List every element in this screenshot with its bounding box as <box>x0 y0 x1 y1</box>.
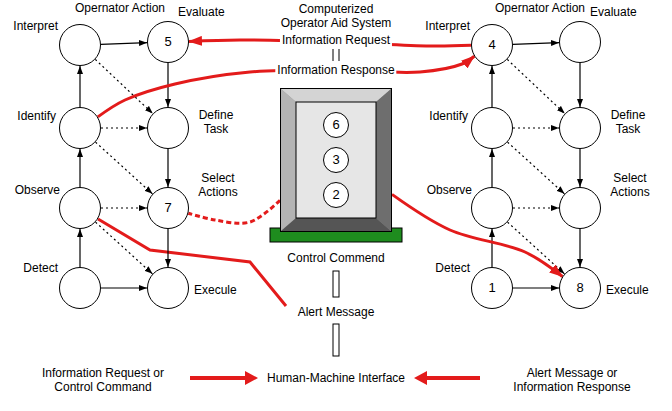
interface-arrow <box>190 371 258 385</box>
step-number: 7 <box>147 187 189 229</box>
step-circle: Define Task <box>559 107 601 149</box>
pair-mark <box>339 49 340 61</box>
step-arrow <box>507 59 564 113</box>
step-arrow <box>95 59 152 113</box>
step-circle: Execule <box>147 267 189 309</box>
flow-arrow <box>188 200 280 223</box>
alert-line <box>98 219 286 306</box>
channel-bar <box>333 324 339 356</box>
step-label: Evaluate <box>178 5 225 19</box>
step-number-circle: 3 <box>323 147 349 173</box>
step-arrow <box>579 229 580 267</box>
circle-outline <box>559 107 601 149</box>
step-circle: Observe <box>59 187 101 229</box>
step-arrow <box>96 222 153 274</box>
note-label: Opernator Action <box>73 1 167 15</box>
step-arrow <box>513 207 559 208</box>
step-arrow <box>101 127 147 128</box>
step-label: Execule <box>194 283 237 297</box>
step-circle: Observe <box>471 187 513 229</box>
step-circle: Evaluate5 <box>147 21 189 63</box>
step-arrow <box>79 66 80 107</box>
aid-system-box: Computerized Operator Aid System632 <box>280 88 392 232</box>
step-label: Identify <box>17 109 56 123</box>
step-arrow <box>513 127 559 128</box>
step-label: Select Actions <box>606 171 654 199</box>
step-circle: Identify <box>59 107 101 149</box>
step-number: 2 <box>323 182 349 208</box>
step-label: Identify <box>429 109 468 123</box>
flow-label: Information Request <box>280 33 392 47</box>
note-label: Control Commend <box>285 251 386 265</box>
step-arrow <box>508 142 565 194</box>
step-number: 4 <box>471 24 513 66</box>
step-circle: Execule8 <box>559 267 601 309</box>
step-circle: Evaluate <box>559 21 601 63</box>
note-label: Information Request or Control Command <box>29 366 178 394</box>
step-circle: Interpret <box>59 24 101 66</box>
circle-outline <box>59 187 101 229</box>
step-label: Define Task <box>606 108 650 136</box>
note-label: Alert Message <box>296 305 377 319</box>
system-title: Computerized Operator Aid System <box>276 2 396 30</box>
step-circle: Select Actions <box>559 187 601 229</box>
step-label: Detect <box>23 261 58 275</box>
step-number-circle: 6 <box>323 112 349 138</box>
circle-outline <box>59 107 101 149</box>
step-label: Observe <box>427 183 472 197</box>
step-number: 8 <box>559 267 601 309</box>
step-circle: Identify <box>471 107 513 149</box>
step-number-circle: 2 <box>323 182 349 208</box>
step-circle: Select Actions7 <box>147 187 189 229</box>
circle-outline <box>147 107 189 149</box>
step-arrow <box>579 63 580 107</box>
step-arrow <box>96 142 153 194</box>
circle-outline <box>559 21 601 63</box>
step-arrow <box>491 149 492 187</box>
pair-mark <box>333 49 334 61</box>
step-arrow <box>513 287 559 288</box>
step-number: 5 <box>147 21 189 63</box>
interface-arrow <box>414 371 480 385</box>
circle-outline <box>559 187 601 229</box>
circle-outline <box>471 187 513 229</box>
channel-bar <box>333 271 339 297</box>
circle-outline <box>59 24 101 66</box>
flow-label: Information Response <box>275 63 396 77</box>
step-arrow <box>167 149 168 187</box>
step-circle: Interpret4 <box>471 24 513 66</box>
step-arrow <box>491 66 492 107</box>
step-arrow <box>101 43 147 45</box>
step-number: 3 <box>323 147 349 173</box>
step-circle: Detect1 <box>471 267 513 309</box>
note-label: Human-Machine Interface <box>265 371 407 385</box>
step-arrow <box>167 229 168 267</box>
step-label: Evaluate <box>590 5 637 19</box>
step-label: Interpret <box>13 19 58 33</box>
step-label: Select Actions <box>194 171 242 199</box>
step-arrow <box>79 149 80 187</box>
circle-outline <box>147 267 189 309</box>
step-arrow <box>579 149 580 187</box>
step-circle: Detect <box>59 267 101 309</box>
step-label: Detect <box>435 261 470 275</box>
note-label: Opernator Action <box>493 1 587 15</box>
step-arrow <box>101 287 147 288</box>
circle-outline <box>59 267 101 309</box>
step-arrow <box>491 229 492 267</box>
step-number: 1 <box>471 267 513 309</box>
note-label: Alert Message or Information Response <box>498 366 647 394</box>
step-label: Interpret <box>425 19 470 33</box>
step-arrow <box>79 229 80 267</box>
step-label: Define Task <box>194 108 238 136</box>
circle-outline <box>471 107 513 149</box>
step-circle: Define Task <box>147 107 189 149</box>
step-label: Execule <box>606 283 649 297</box>
step-arrow <box>101 207 147 208</box>
step-number: 6 <box>323 112 349 138</box>
step-arrow <box>513 43 559 45</box>
step-label: Observe <box>15 183 60 197</box>
